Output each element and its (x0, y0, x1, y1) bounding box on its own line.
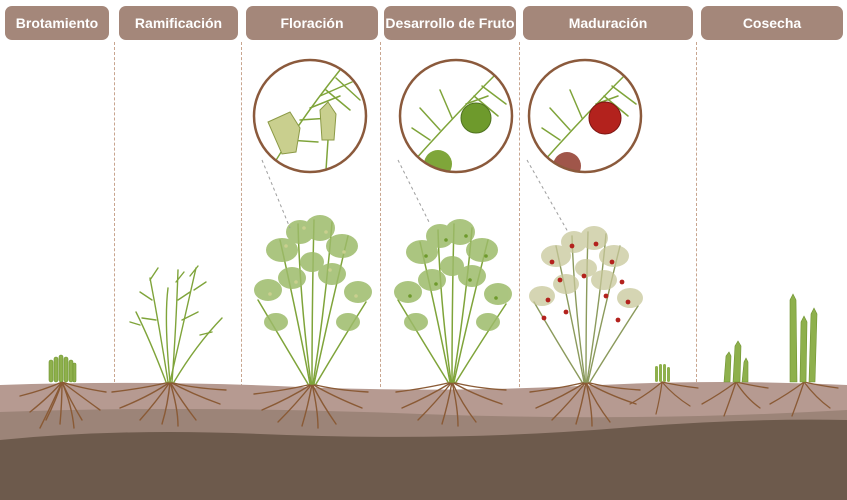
flower-bud (267, 101, 337, 155)
soil (0, 382, 847, 500)
small-sprout (629, 364, 699, 415)
plant-maduracion (529, 226, 699, 427)
tab-cosecha: Cosecha (701, 6, 843, 40)
roots (529, 381, 641, 427)
tab-maduracion: Maduración (523, 6, 693, 40)
plant-floracion (253, 215, 372, 429)
flowers (268, 226, 358, 298)
foliage (394, 219, 512, 331)
plant-desarrollo-fruto (394, 219, 512, 427)
tab-ramificacion: Ramificación (119, 6, 238, 40)
shoots (48, 354, 77, 383)
detail-circle-flower-buds (252, 58, 368, 229)
roots (19, 381, 107, 429)
stage-divider (519, 42, 520, 387)
red-berries (541, 241, 631, 323)
roots (395, 381, 507, 427)
tab-desarrollo-fruto: Desarrollo de Fruto (384, 6, 516, 40)
detail-circle-red-berry (526, 58, 643, 233)
roots (701, 381, 839, 417)
roots (253, 383, 369, 429)
stage-divider (696, 42, 697, 387)
stage-divider (114, 42, 115, 387)
green-berry (460, 102, 492, 134)
stems (129, 265, 223, 383)
plant-cosecha (701, 293, 839, 417)
green-fruits (408, 234, 498, 300)
red-berry (588, 101, 622, 135)
stage-divider (241, 42, 242, 387)
roots (111, 381, 227, 427)
stage-divider (380, 42, 381, 387)
tab-floracion: Floración (246, 6, 378, 40)
foliage (254, 215, 372, 331)
detail-circle-green-berry (397, 58, 514, 225)
asparagus-spears (723, 293, 818, 383)
soil-dark-layer (0, 419, 847, 500)
plant-ramificacion (111, 265, 227, 427)
plant-brotamiento (19, 354, 107, 429)
tab-brotamiento: Brotamiento (5, 6, 109, 40)
